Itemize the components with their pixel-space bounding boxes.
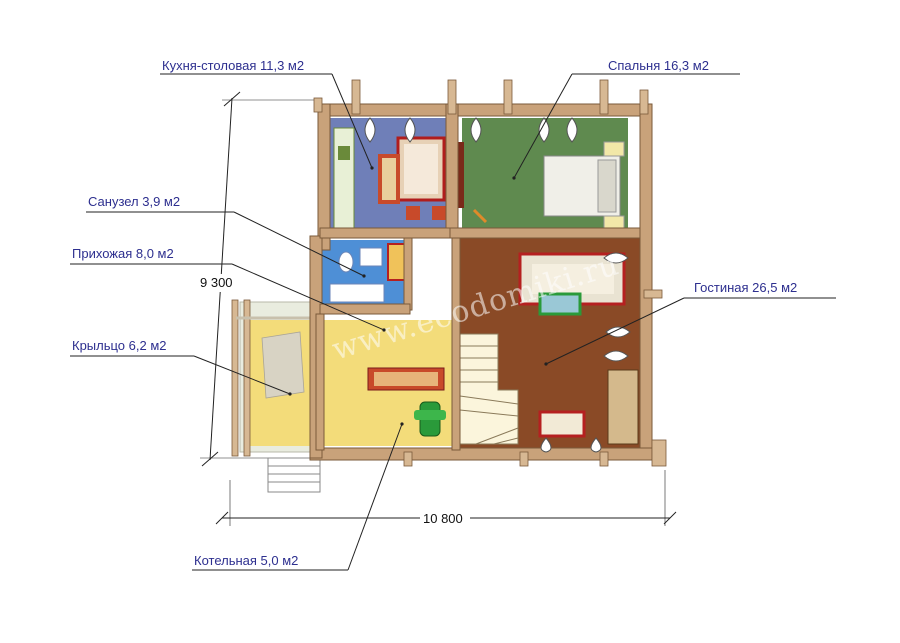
dimension-horizontal: 10 800: [215, 470, 677, 526]
room-label-porch: Крыльцо 6,2 м2: [72, 338, 167, 353]
room-label-kitchen: Кухня-столовая 11,3 м2: [162, 58, 304, 73]
dimension-width: 10 800: [423, 511, 463, 526]
label-kitchen: Кухня-столовая 11,3 м2: [160, 58, 374, 170]
label-bathroom: Санузел 3,9 м2: [86, 194, 366, 278]
porch: [231, 299, 321, 493]
room-label-bathroom: Санузел 3,9 м2: [88, 194, 180, 209]
room-label-living: Гостиная 26,5 м2: [694, 280, 797, 295]
label-boiler: Котельная 5,0 м2: [192, 422, 404, 571]
living-furniture: [459, 252, 639, 445]
porch-steps: [267, 457, 321, 493]
label-porch: Крыльцо 6,2 м2: [70, 338, 292, 396]
label-hall: Прихожая 8,0 м2: [70, 246, 386, 332]
hall-furniture: [367, 367, 446, 437]
bathroom-furniture: [329, 243, 407, 303]
bedroom-furniture: [472, 141, 625, 229]
staircase: [459, 333, 519, 445]
room-label-bedroom: Спальня 16,3 м2: [608, 58, 709, 73]
room-label-hall: Прихожая 8,0 м2: [72, 246, 174, 261]
dimension-depth: 9 300: [200, 275, 233, 290]
hall-floor: [324, 250, 452, 446]
walls: [309, 79, 667, 467]
label-bedroom: Спальня 16,3 м2: [512, 58, 740, 180]
curtains: [364, 117, 631, 453]
room-label-boiler: Котельная 5,0 м2: [194, 553, 298, 568]
kitchen-furniture: [333, 127, 464, 229]
label-living: Гостиная 26,5 м2: [544, 280, 836, 366]
dimension-vertical: 9 300: [198, 91, 320, 467]
